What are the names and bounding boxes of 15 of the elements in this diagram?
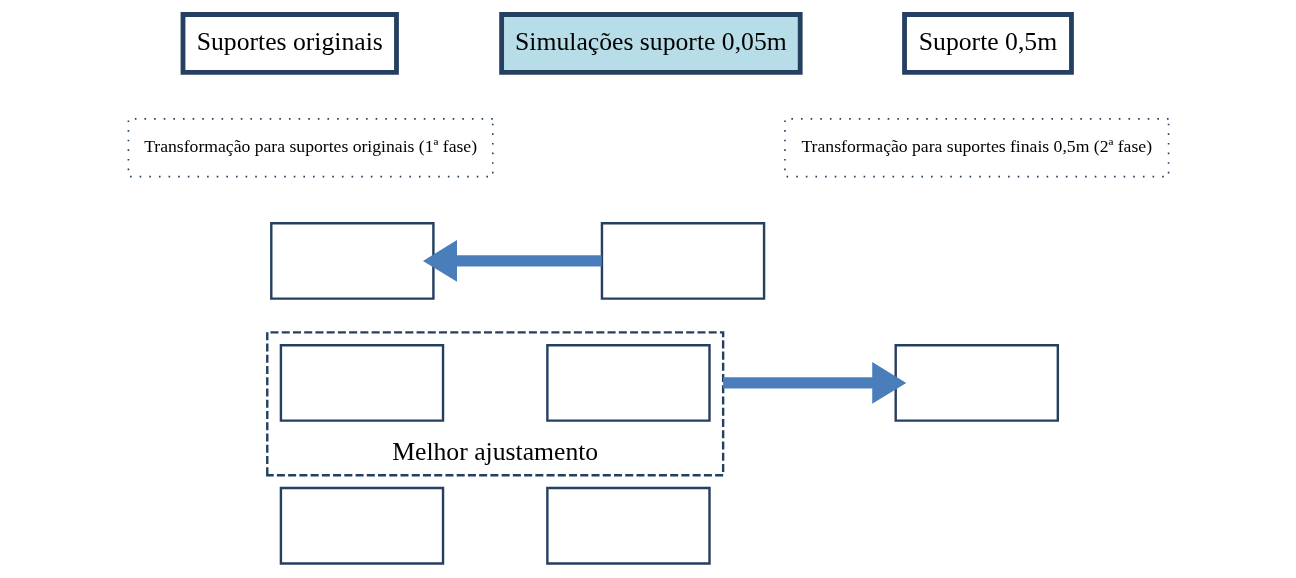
node-box: Transformação para suportes originais (1ª fase) xyxy=(127,118,494,178)
arrow xyxy=(722,362,906,404)
node-box xyxy=(545,486,711,565)
node-box: Suporte 0,5m xyxy=(901,12,1074,75)
node-box xyxy=(279,343,444,422)
node-box xyxy=(545,343,711,422)
node-box xyxy=(600,222,765,300)
node-box xyxy=(269,222,435,300)
node-box xyxy=(894,343,1059,422)
node-box xyxy=(279,486,444,565)
arrow xyxy=(422,240,602,282)
node-box: Simulações suporte 0,05m xyxy=(498,12,803,75)
node-box: Transformação para suportes finais 0,5m (2ª fase) xyxy=(783,118,1169,178)
cluster: Melhor ajustamento xyxy=(265,331,724,477)
node-box: Suportes originais xyxy=(180,12,399,75)
